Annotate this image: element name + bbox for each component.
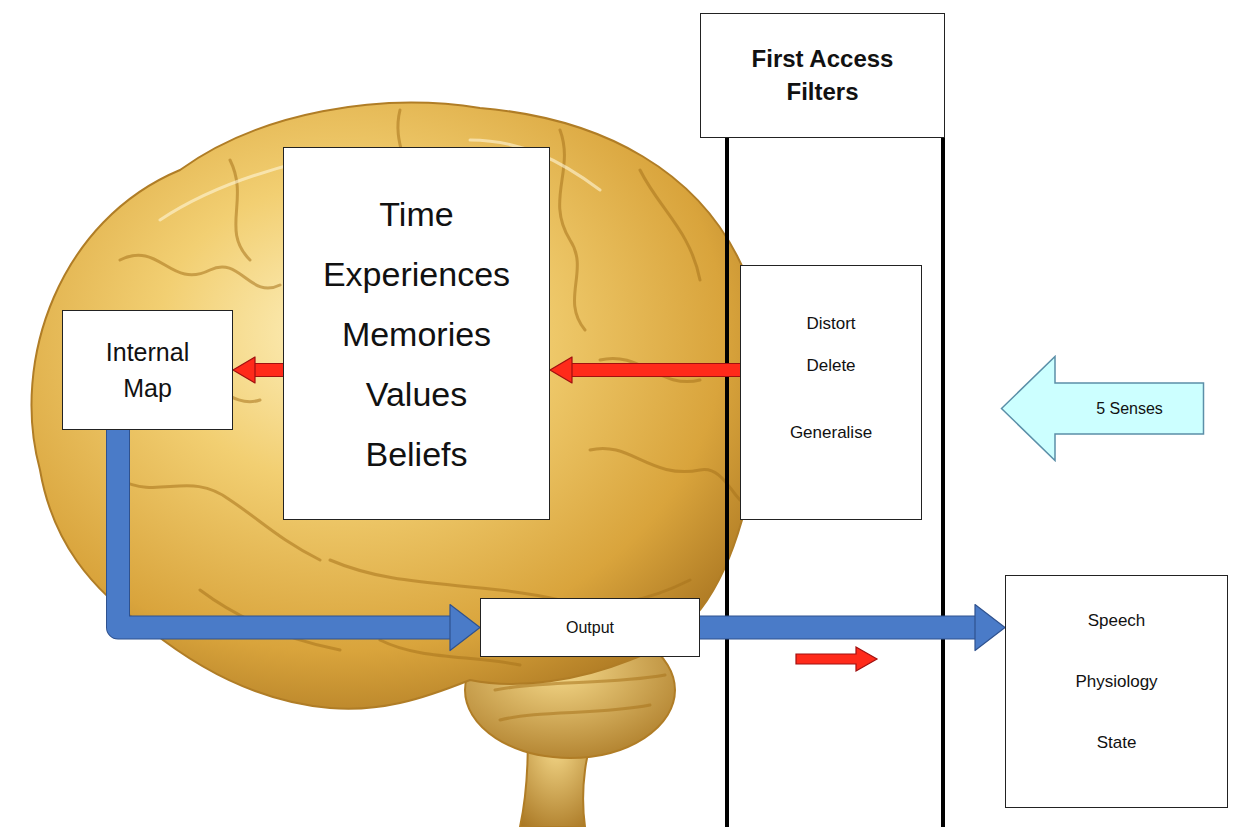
node-text: Physiology [1075,672,1157,692]
filter-line [941,138,945,827]
filter-process-box: DistortDeleteGeneralise [740,265,922,520]
red-arrow [233,357,283,383]
node-text: Internal Map [92,334,204,407]
internal-map-box: Internal Map [62,310,233,430]
node-text: State [1097,733,1137,753]
arrow-outline [571,363,740,377]
node-text: Delete [806,356,855,376]
filter-line [725,138,729,827]
node-text: First Access Filters [735,43,910,108]
output-box: Output [480,598,700,657]
response-box: SpeechPhysiologyState [1005,575,1228,808]
arrow-head [975,605,1005,651]
red-arrow [550,357,740,383]
filters-header-box: First Access Filters [700,13,945,138]
influences-box: TimeExperiencesMemoriesValuesBeliefs [283,147,550,520]
node-text: 5 Senses [1096,400,1163,418]
node-text: Beliefs [365,424,467,484]
arrow-head [550,357,572,383]
node-text: Values [366,364,467,424]
small-red-arrow [796,647,877,671]
arrow-head [233,357,255,383]
node-text: Distort [806,314,855,334]
blue-flow-arrow [700,605,1005,651]
node-text: Generalise [790,423,872,443]
senses-arrow: 5 Senses [1000,355,1205,462]
node-text: Time [379,184,453,244]
arrow-head [450,605,480,651]
arrow-outline [700,616,976,640]
arrow-outline [254,363,283,377]
arrow-shaft [571,364,740,376]
node-text: Speech [1088,611,1146,631]
node-text: Memories [342,304,491,364]
arrow-shaft [700,617,976,639]
node-text: Experiences [323,244,510,304]
arrow-shaft [254,364,283,376]
node-text: Output [566,619,614,637]
